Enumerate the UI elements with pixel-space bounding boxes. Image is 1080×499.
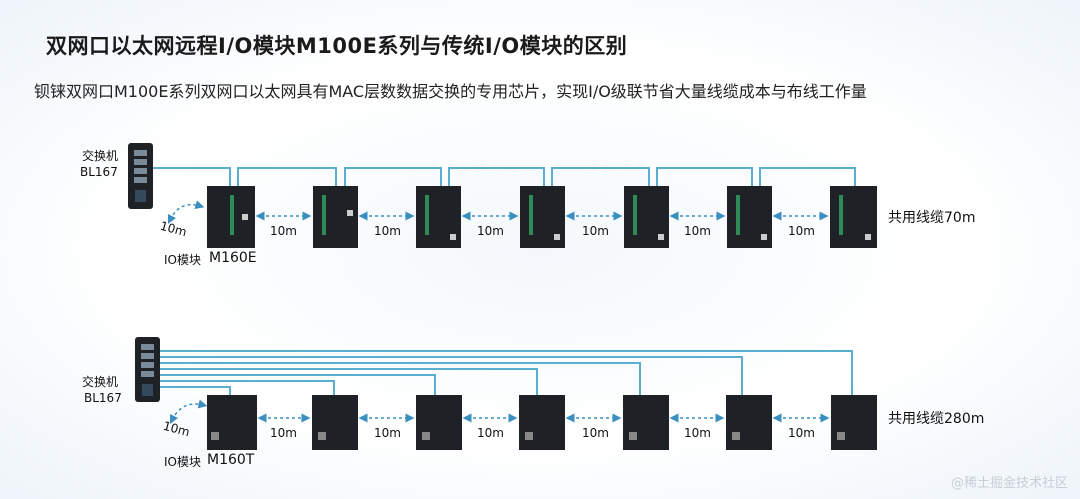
- module-bottom-5: [623, 395, 669, 450]
- module-bottom-1: [207, 395, 257, 450]
- module-top-7: [830, 186, 877, 248]
- cable-chain-top: [237, 167, 856, 186]
- watermark: @稀土掘金技术社区: [950, 476, 1068, 491]
- link-label-top-2: 10m: [374, 224, 401, 238]
- module-top-4: [520, 186, 565, 248]
- link-switch-module-bottom: [169, 399, 208, 425]
- link-label-bottom-5: 10m: [684, 426, 711, 440]
- switch-device-top: [128, 143, 153, 209]
- cable-star-bottom: [160, 350, 853, 395]
- page-subtitle: 钡铼双网口M100E系列双网口以太网具有MAC层数数据交换的专用芯片，实现I/O…: [34, 82, 867, 101]
- switch-label-top: 交换机: [82, 149, 119, 163]
- link-label-bottom-6: 10m: [788, 426, 815, 440]
- module-bottom-2: [312, 395, 358, 450]
- cable-total-bottom: 共用线缆280m: [888, 411, 985, 427]
- link-label-top-4: 10m: [582, 224, 609, 238]
- link-label-top-3: 10m: [477, 224, 504, 238]
- link-label-top-5: 10m: [684, 224, 711, 238]
- module-bottom-7: [831, 395, 877, 450]
- cable-total-top: 共用线缆70m: [888, 210, 976, 226]
- module-top-5: [624, 186, 669, 248]
- io-label-bottom: IO模块: [164, 455, 201, 469]
- link-label-bottom-1: 10m: [270, 426, 297, 440]
- link-switch-module-top: [167, 200, 205, 225]
- module-bottom-4: [519, 395, 565, 450]
- switch-device-bottom: [135, 337, 160, 402]
- switch-model-top: BL167: [80, 165, 118, 179]
- switch-model-bottom: BL167: [84, 391, 122, 405]
- module-bottom-6: [726, 395, 772, 450]
- module-top-6: [727, 186, 772, 248]
- link-label-top-1: 10m: [270, 224, 297, 238]
- module-model-bottom: M160T: [207, 452, 255, 468]
- link-label-bottom-2: 10m: [374, 426, 401, 440]
- link-label-top-6: 10m: [788, 224, 815, 238]
- link-label-bottom-3: 10m: [477, 426, 504, 440]
- module-top-1: [207, 186, 255, 248]
- io-label-top: IO模块: [164, 253, 201, 267]
- switch-label-bottom: 交换机: [82, 375, 119, 389]
- module-model-top: M160E: [209, 250, 257, 266]
- module-top-2: [313, 186, 358, 248]
- cable-trunk-top: [153, 167, 231, 186]
- page-title: 双网口以太网远程I/O模块M100E系列与传统I/O模块的区别: [46, 34, 628, 58]
- module-top-3: [416, 186, 461, 248]
- link-label-bottom-4: 10m: [582, 426, 609, 440]
- module-bottom-3: [416, 395, 462, 450]
